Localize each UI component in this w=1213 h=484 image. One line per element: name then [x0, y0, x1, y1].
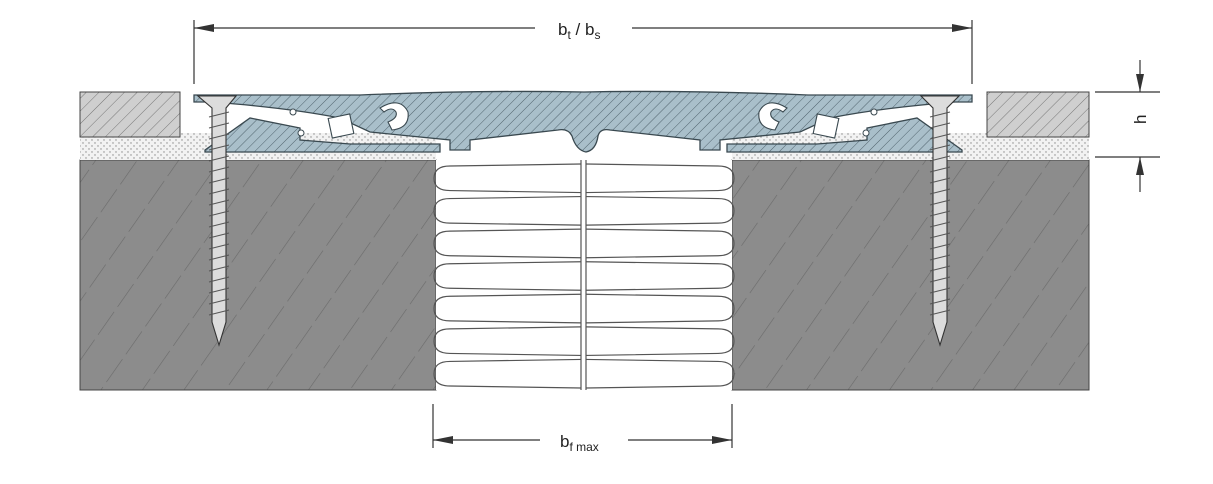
anchor-screw-left [196, 95, 238, 347]
screw-thread [208, 298, 230, 305]
screw-thread [929, 155, 951, 162]
screw-thread [929, 133, 951, 140]
concrete-slab-right [731, 159, 1090, 391]
screw-thread [929, 221, 951, 228]
top-dim-sep: / b [571, 20, 595, 39]
screw-thread [208, 122, 230, 129]
filler-loop [433, 195, 582, 226]
dimension-top [193, 20, 973, 84]
screw-thread [208, 276, 230, 283]
screw-thread [208, 221, 230, 228]
filler-loop [585, 261, 735, 291]
filler-loop [585, 293, 735, 324]
anchor-screw-right [919, 95, 961, 347]
filler-loop [433, 163, 582, 194]
filler-loop [433, 228, 582, 259]
dimension-height [1095, 60, 1160, 192]
screw-thread [929, 111, 951, 118]
screw-thread [208, 232, 230, 239]
screw-thread [929, 122, 951, 129]
screw-thread [208, 243, 230, 250]
dimension-label-height: h [1131, 115, 1150, 124]
screw-thread [208, 111, 230, 118]
screw-thread [208, 199, 230, 206]
top-dim-sub1: t [567, 28, 571, 42]
screw-thread [929, 287, 951, 294]
aluminium-profile [193, 90, 973, 153]
screw-thread [929, 276, 951, 283]
screw-thread [929, 166, 951, 173]
filler-loop [585, 195, 735, 226]
filler-loop [433, 261, 582, 291]
screw-thread [929, 298, 951, 305]
concrete-slab-left [79, 159, 437, 391]
screw-thread [208, 155, 230, 162]
screw-thread [208, 254, 230, 261]
dimension-label-top: bt / bs [558, 20, 600, 42]
filler-loop [433, 293, 582, 324]
filler-loop [433, 358, 582, 389]
compressible-filler [433, 160, 735, 390]
screw-thread [929, 309, 951, 316]
screw-thread [208, 144, 230, 151]
top-dim-b1: b [558, 20, 567, 39]
filler-loop [433, 326, 582, 357]
screw-thread [929, 144, 951, 151]
screed-left [79, 91, 181, 138]
screw-thread [208, 265, 230, 272]
screw-thread [929, 243, 951, 250]
screw-thread [929, 188, 951, 195]
dimension-bottom [432, 404, 733, 448]
screw-thread [208, 133, 230, 140]
screw-thread [208, 309, 230, 316]
screw-thread [929, 177, 951, 184]
screw-thread [208, 287, 230, 294]
dimension-label-bottom: bf max [560, 432, 599, 454]
filler-loop [585, 358, 735, 389]
screw-thread [929, 265, 951, 272]
filler-loop [585, 326, 735, 357]
screw-thread [208, 177, 230, 184]
screw-thread [929, 199, 951, 206]
screed-right [986, 91, 1090, 138]
screw-thread [929, 254, 951, 261]
bottom-dim-sub: f max [569, 440, 598, 454]
top-dim-sub2: s [594, 28, 600, 42]
screw-thread [208, 166, 230, 173]
bottom-dim-b: b [560, 432, 569, 451]
screw-thread [208, 210, 230, 217]
screw-thread [208, 188, 230, 195]
filler-loop [585, 228, 735, 259]
filler-loop [585, 163, 735, 194]
screw-thread [929, 232, 951, 239]
screw-thread [929, 210, 951, 217]
